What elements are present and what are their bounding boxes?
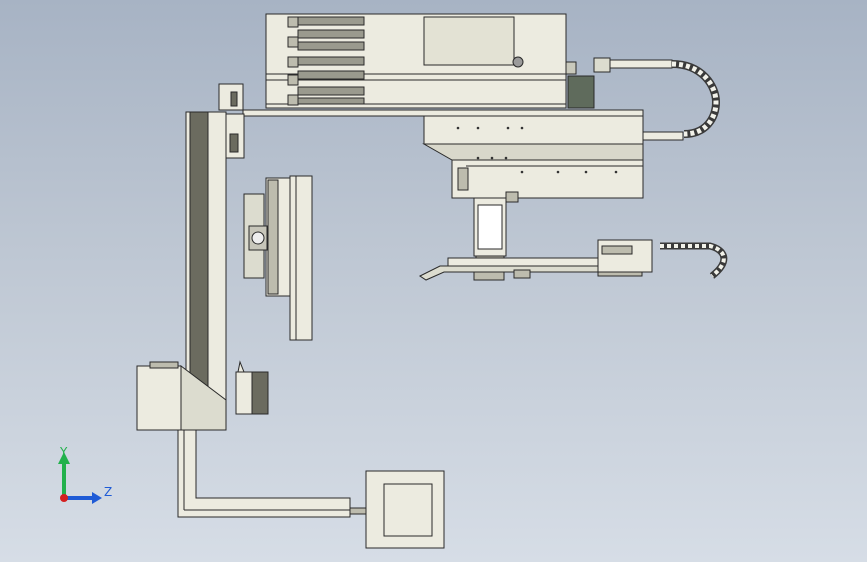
l-arm-bracket — [177, 429, 367, 518]
y-axis-label: Y — [59, 445, 68, 459]
gripper-tool-bar — [419, 257, 601, 281]
column-base — [136, 361, 227, 431]
lower-enclosure — [365, 470, 445, 549]
top-gantry-assembly — [265, 13, 673, 109]
sensor-bracket — [218, 83, 244, 111]
vertical-post — [473, 197, 507, 263]
guide-rods — [297, 16, 365, 105]
x-axis-origin-icon — [60, 494, 68, 502]
control-box — [597, 239, 653, 277]
axis-triad: Y Z — [58, 445, 112, 504]
right-slide-housing — [422, 115, 684, 203]
sensor-block — [235, 360, 269, 415]
rod-end-caps — [287, 16, 299, 106]
upper-cross-beam — [242, 109, 644, 117]
mounting-plate-assembly — [243, 175, 313, 341]
vertical-column — [185, 111, 245, 431]
servo-motor — [567, 75, 595, 109]
z-axis-label: Z — [104, 485, 112, 499]
